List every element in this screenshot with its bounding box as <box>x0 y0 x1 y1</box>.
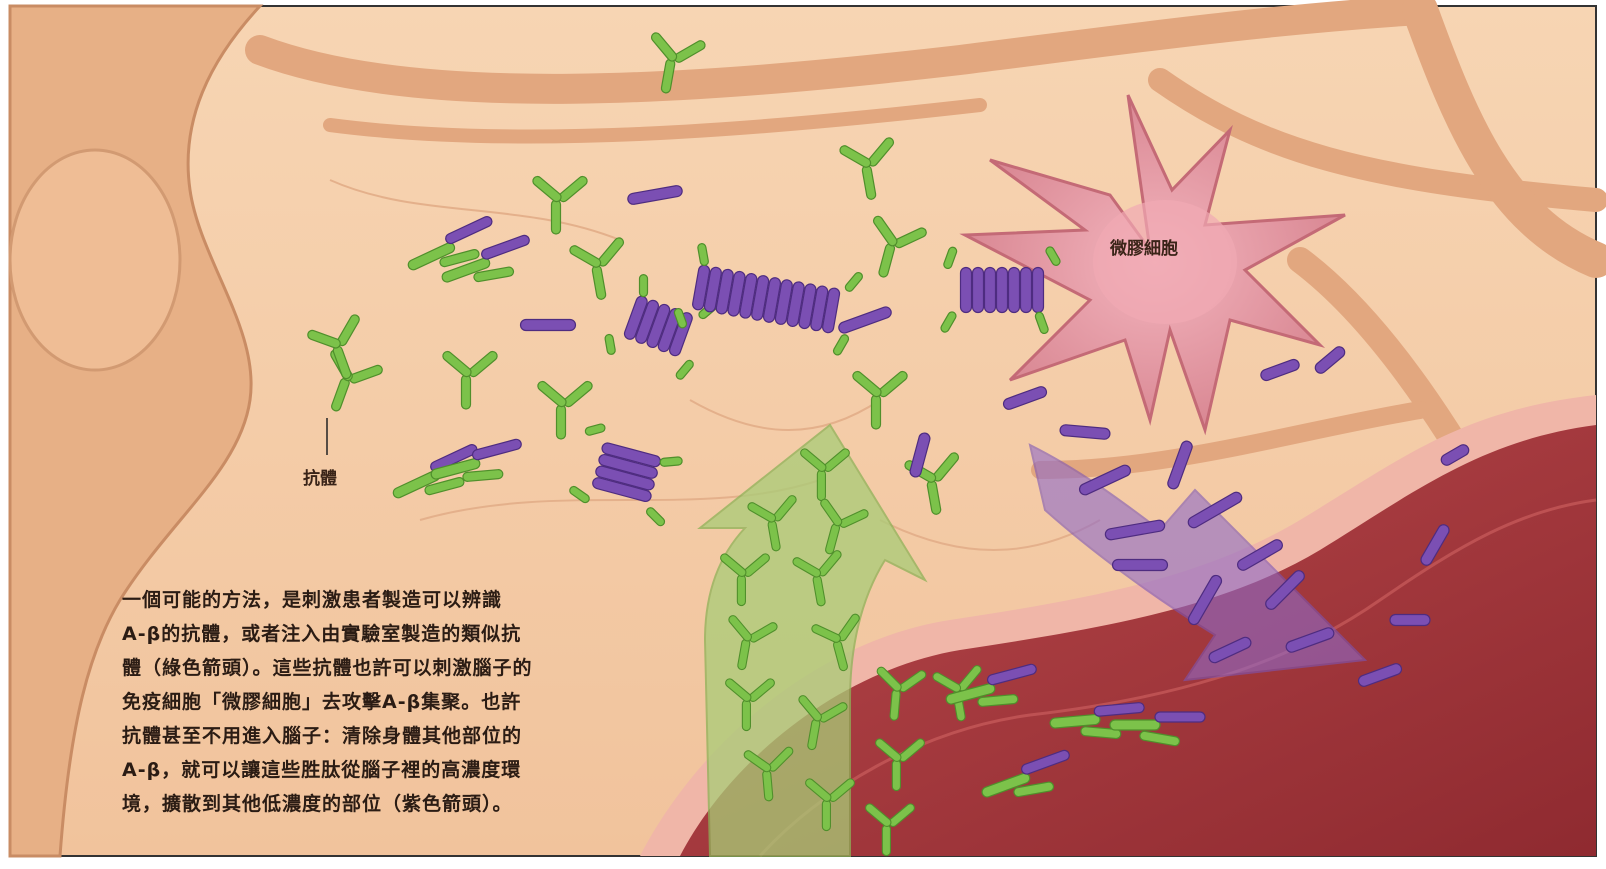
caption-line: A-β的抗體，或者注入由實驗室製造的類似抗 <box>122 617 662 651</box>
caption-line: 境，擴散到其他低濃度的部位（紫色箭頭）。 <box>122 787 662 821</box>
amyloid-peptide <box>1390 615 1430 626</box>
caption-line: A-β，就可以讓這些胜肽從腦子裡的高濃度環 <box>122 753 662 787</box>
caption-line: 一個可能的方法，是刺激患者製造可以辨識 <box>122 583 662 617</box>
antibody-label: 抗體 <box>303 464 337 489</box>
caption-line: 免疫細胞「微膠細胞」去攻擊A-β集聚。也許 <box>122 685 662 719</box>
microglia-label: 微膠細胞 <box>1110 234 1178 259</box>
amyloid-peptide <box>1113 560 1168 571</box>
caption-text: 一個可能的方法，是刺激患者製造可以辨識 A-β的抗體，或者注入由實驗室製造的類似… <box>122 583 662 821</box>
caption-line: 抗體甚至不用進入腦子：清除身體其他部位的 <box>122 719 662 753</box>
caption-line: 體（綠色箭頭）。這些抗體也許可以刺激腦子的 <box>122 651 662 685</box>
amyloid-peptide <box>521 320 576 331</box>
